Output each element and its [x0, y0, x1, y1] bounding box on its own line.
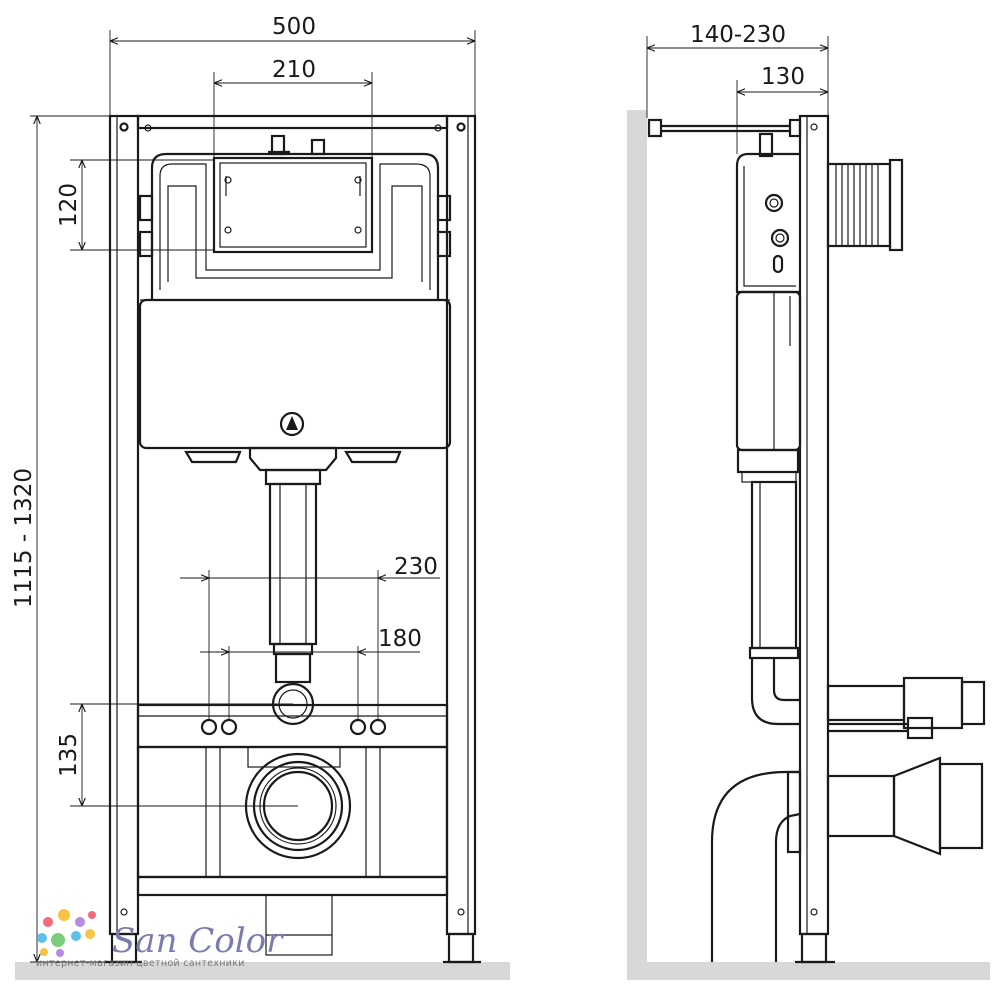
watermark: San Color интернет-магазин цветной санте…: [36, 909, 284, 969]
side-wall: [627, 110, 647, 980]
side-view: 140-230 130: [627, 22, 990, 980]
side-acoustic-sleeve: [826, 162, 892, 248]
stud-bolt: [349, 718, 367, 736]
flush-plate-opening: [212, 156, 374, 254]
dim-total-height: 1115 - 1320: [11, 468, 37, 608]
frame-top-rail: [136, 114, 449, 130]
stud-bolt: [220, 718, 238, 736]
dim-depth-range: 140-230: [690, 22, 786, 48]
dim-frame-width: 500: [272, 14, 316, 40]
cistern-tank: [150, 152, 440, 300]
side-pipe-bend: [750, 658, 800, 726]
dim-stud-inner: 180: [378, 626, 422, 652]
support-crossbar: [136, 703, 449, 749]
side-floor: [627, 962, 990, 980]
dim-plate-height: 120: [56, 183, 82, 227]
dim-plate-width: 210: [272, 57, 316, 83]
flush-pipe: [268, 482, 318, 646]
dim-stud-outer: 230: [394, 554, 438, 580]
watermark-tagline: интернет-магазин цветной сантехники: [36, 958, 245, 969]
front-view: 500 210 120 1115 - 1320 230 180 135: [11, 14, 510, 980]
dim-bottom-offset: 135: [56, 733, 82, 777]
front-floor: [15, 962, 510, 980]
side-flush-pipe: [750, 480, 798, 650]
side-drain-connector: [826, 774, 896, 838]
dim-depth-fixed: 130: [761, 64, 805, 90]
side-flush-connector: [826, 684, 906, 722]
side-drain-bend: [710, 770, 800, 962]
side-cistern-tank: [735, 152, 800, 294]
frame-right-post: [445, 114, 477, 936]
frame-left-post: [108, 114, 140, 936]
watermark-dots: [37, 909, 96, 957]
stud-bolt: [200, 718, 218, 736]
side-frame-post: [798, 114, 830, 936]
watermark-brand: San Color: [112, 921, 284, 961]
frame-bottom-rail: [136, 875, 449, 897]
stud-bolt: [369, 718, 387, 736]
brand-logo-mark: [279, 411, 305, 437]
